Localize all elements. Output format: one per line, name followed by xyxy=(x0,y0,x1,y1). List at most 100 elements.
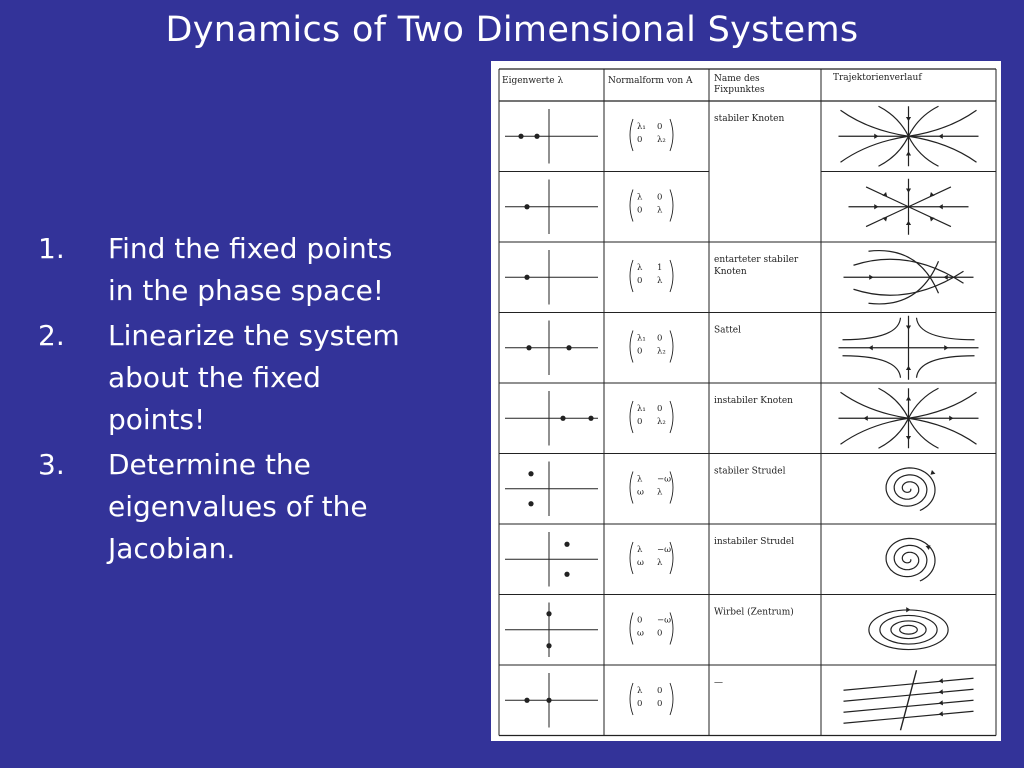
trajectory-arrow xyxy=(938,711,943,717)
matrix-entry: ω xyxy=(637,629,644,639)
matrix-bracket xyxy=(669,682,674,716)
trajectory-arrow xyxy=(906,607,911,613)
trajectory-arrow xyxy=(874,204,879,210)
trajectory xyxy=(853,258,964,284)
matrix-entry: λ xyxy=(637,193,643,203)
trajectory-arrow xyxy=(930,469,936,475)
matrix-bracket xyxy=(669,330,674,363)
trajectory xyxy=(907,417,939,449)
matrix-entry: 0 xyxy=(637,347,642,357)
trajectory xyxy=(915,317,975,341)
fixed-point-name: stabiler Strudel xyxy=(714,467,786,477)
trajectory xyxy=(879,614,938,645)
eigenvalue-dot xyxy=(524,697,530,703)
trajectory xyxy=(878,105,910,137)
matrix-bracket xyxy=(669,189,674,222)
trajectory-arrow xyxy=(905,435,912,441)
matrix-entry: λ xyxy=(637,263,643,273)
fixed-point-name: Wirbel (Zentrum) xyxy=(714,607,794,618)
eigenvalue-dot xyxy=(528,501,534,507)
matrix-bracket xyxy=(669,259,674,293)
fixed-point-name: stabiler Knoten xyxy=(714,114,784,124)
eigenvalue-dot xyxy=(528,471,534,477)
trajectory xyxy=(907,105,939,137)
matrix-entry: λ₁ xyxy=(637,334,646,344)
matrix-entry: 0 xyxy=(637,699,642,709)
matrix-bracket xyxy=(629,541,634,575)
trajectory xyxy=(908,417,977,445)
step-text: eigenvalues of the xyxy=(108,490,368,523)
trajectory-arrow xyxy=(905,396,912,401)
step-text: Find the fixed points xyxy=(108,232,393,265)
eigenvalue-dot xyxy=(546,697,552,703)
eigenvalue-dot xyxy=(518,133,524,139)
trajectory-arrow xyxy=(938,133,943,139)
matrix-entry: 0 xyxy=(637,417,642,427)
matrix-entry: 0 xyxy=(637,616,642,626)
eigenvalue-dot xyxy=(524,204,530,210)
matrix-entry: 0 xyxy=(637,135,642,145)
header-eigenwerte: Eigenwerte λ xyxy=(502,76,563,86)
trajectory xyxy=(908,206,952,228)
trajectory-arrow xyxy=(905,188,912,193)
step-text: in the phase space! xyxy=(108,274,385,307)
matrix-entry: 0 xyxy=(657,193,662,203)
step-text: about the fixed xyxy=(108,361,321,394)
fixed-point-name: Sattel xyxy=(714,326,741,336)
matrix-bracket xyxy=(669,118,674,152)
fixed-point-name: instabiler Strudel xyxy=(714,537,794,547)
eigenvalue-dot xyxy=(564,571,570,577)
trajectory-arrow xyxy=(882,191,888,197)
trajectory xyxy=(843,688,974,702)
matrix-entry: −ω xyxy=(657,616,671,626)
eigenvalue-dot xyxy=(566,345,572,351)
matrix-entry: 0 xyxy=(657,699,662,709)
trajectory xyxy=(878,417,910,449)
trajectory xyxy=(842,355,902,378)
trajectory-arrow xyxy=(874,133,879,139)
trajectory xyxy=(899,670,918,731)
matrix-entry: −ω xyxy=(657,545,671,555)
trajectory xyxy=(885,467,936,512)
matrix-bracket xyxy=(629,259,634,293)
fixed-point-name: Knoten xyxy=(714,267,747,277)
matrix-entry: λ₁ xyxy=(637,404,646,414)
matrix-entry: λ₂ xyxy=(657,417,666,427)
eigenvalue-dot xyxy=(526,345,532,351)
matrix-entry: λ xyxy=(637,475,643,485)
trajectory xyxy=(843,699,974,713)
matrix-entry: −ω xyxy=(657,475,671,485)
trajectory xyxy=(865,206,909,228)
trajectory xyxy=(915,355,975,378)
matrix-entry: 0 xyxy=(657,629,662,639)
trajectory xyxy=(890,620,927,640)
trajectory xyxy=(840,109,909,137)
matrix-entry: λ₂ xyxy=(657,135,666,145)
eigenvalue-dot xyxy=(546,611,552,617)
header-trajektorien: Trajektorienverlauf xyxy=(833,73,922,83)
trajectory xyxy=(843,710,974,724)
trajectory xyxy=(899,624,918,635)
matrix-entry: 1 xyxy=(657,263,662,273)
trajectory-arrow xyxy=(938,689,943,695)
trajectory xyxy=(840,391,909,419)
eigenvalue-dot xyxy=(534,133,540,139)
trajectory-arrow xyxy=(929,191,935,197)
step-number: 1. xyxy=(38,232,65,265)
matrix-entry: λ xyxy=(657,206,663,216)
trajectory-arrow xyxy=(905,365,912,371)
trajectory xyxy=(878,387,910,419)
step-number: 2. xyxy=(38,319,65,352)
matrix-bracket xyxy=(629,189,634,222)
matrix-entry: 0 xyxy=(657,122,662,132)
matrix-entry: λ xyxy=(637,545,643,555)
